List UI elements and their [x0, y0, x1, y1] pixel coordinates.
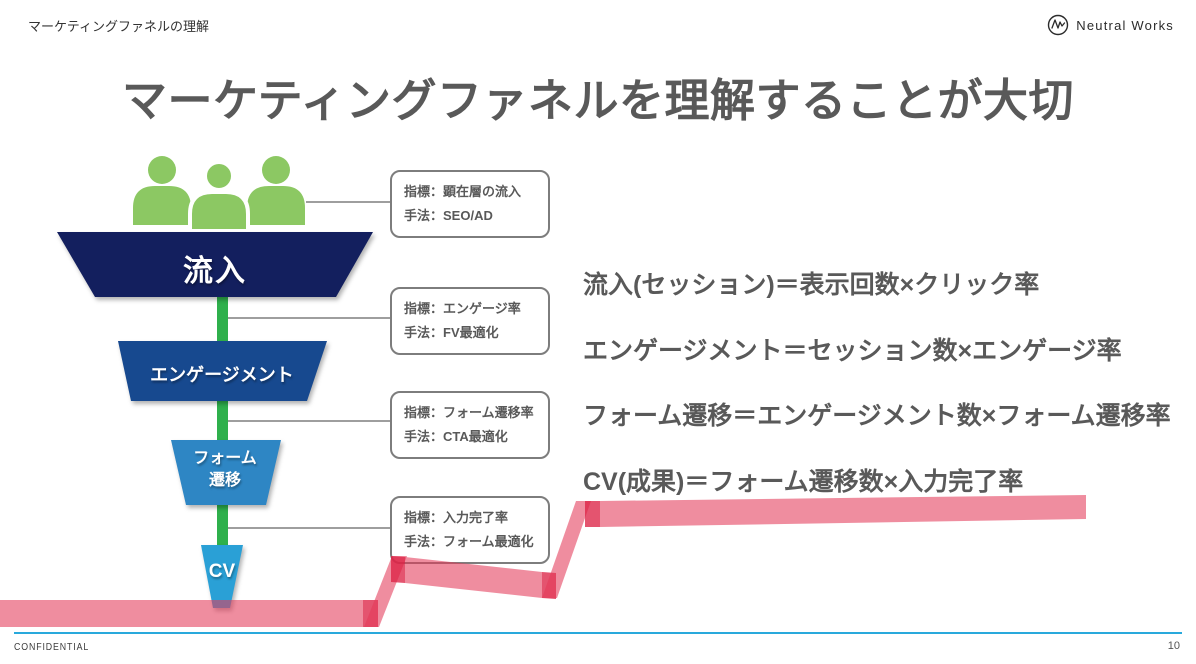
logo: Neutral Works: [1046, 13, 1174, 37]
funnel-label-form-line1: フォーム: [193, 450, 257, 467]
callout-engagement-metric: 指標：エンゲージ率: [404, 301, 521, 316]
callout-cv-metric: 指標：入力完了率: [404, 510, 509, 525]
funnel-stage-cv: [201, 545, 243, 608]
logo-text: Neutral Works: [1076, 17, 1174, 33]
callout-inflow-method: 手法：SEO/AD: [404, 208, 493, 223]
callout-inflow-metric: 指標：顕在層の流入: [404, 184, 522, 199]
green-connector-1: [217, 295, 228, 343]
funnel-label-inflow: 流入: [183, 255, 247, 288]
slide-kicker: マーケティングファネルの理解: [28, 19, 209, 34]
funnel-connectors: [217, 295, 228, 547]
page-title: マーケティングファネルを理解することが大切: [122, 75, 1074, 126]
callout-form: 指標：フォーム遷移率 手法：CTA最適化: [390, 391, 550, 459]
callout-form-metric: 指標：フォーム遷移率: [404, 405, 534, 420]
person-right-icon: [247, 156, 305, 225]
callout-form-method: 手法：CTA最適化: [404, 429, 508, 444]
green-connector-2: [217, 399, 228, 442]
funnel-label-form: フォーム 遷移: [150, 448, 300, 492]
callout-engagement: 指標：エンゲージ率 手法：FV最適化: [390, 287, 550, 355]
funnel-stage-inflow: [57, 232, 373, 297]
equation-cv: CV(成果)＝フォーム遷移数×入力完了率: [583, 468, 1024, 496]
person-middle-icon: [188, 160, 250, 233]
page-number: 10: [1167, 640, 1180, 652]
equation-inflow: 流入(セッション)＝表示回数×クリック率: [583, 271, 1040, 299]
equation-form: フォーム遷移＝エンゲージメント数×フォーム遷移率: [583, 402, 1171, 430]
equation-engagement: エンゲージメント＝セッション数×エンゲージ率: [583, 337, 1122, 365]
funnel-label-cv: CV: [208, 561, 236, 582]
callout-connector-lines: [228, 201, 391, 529]
funnel-label-engagement: エンゲージメント: [150, 365, 294, 385]
callout-inflow: 指標：顕在層の流入 手法：SEO/AD: [390, 170, 550, 238]
people-group-icon: [133, 156, 305, 233]
funnel-stage-form: [171, 440, 281, 505]
green-connector-3: [217, 503, 228, 547]
callout-cv: 指標：入力完了率 手法：フォーム最適化: [390, 496, 550, 564]
callout-cv-method: 手法：フォーム最適化: [404, 534, 534, 549]
funnel-stage-engagement: [118, 341, 327, 401]
callout-engagement-method: 手法：FV最適化: [404, 325, 499, 340]
person-left-icon: [133, 156, 191, 225]
pulse-wave-circle-icon: [1048, 14, 1069, 36]
footer-divider-line: [14, 632, 1182, 634]
funnel-label-form-line2: 遷移: [208, 472, 241, 489]
confidential-label: CONFIDENTIAL: [14, 642, 90, 653]
